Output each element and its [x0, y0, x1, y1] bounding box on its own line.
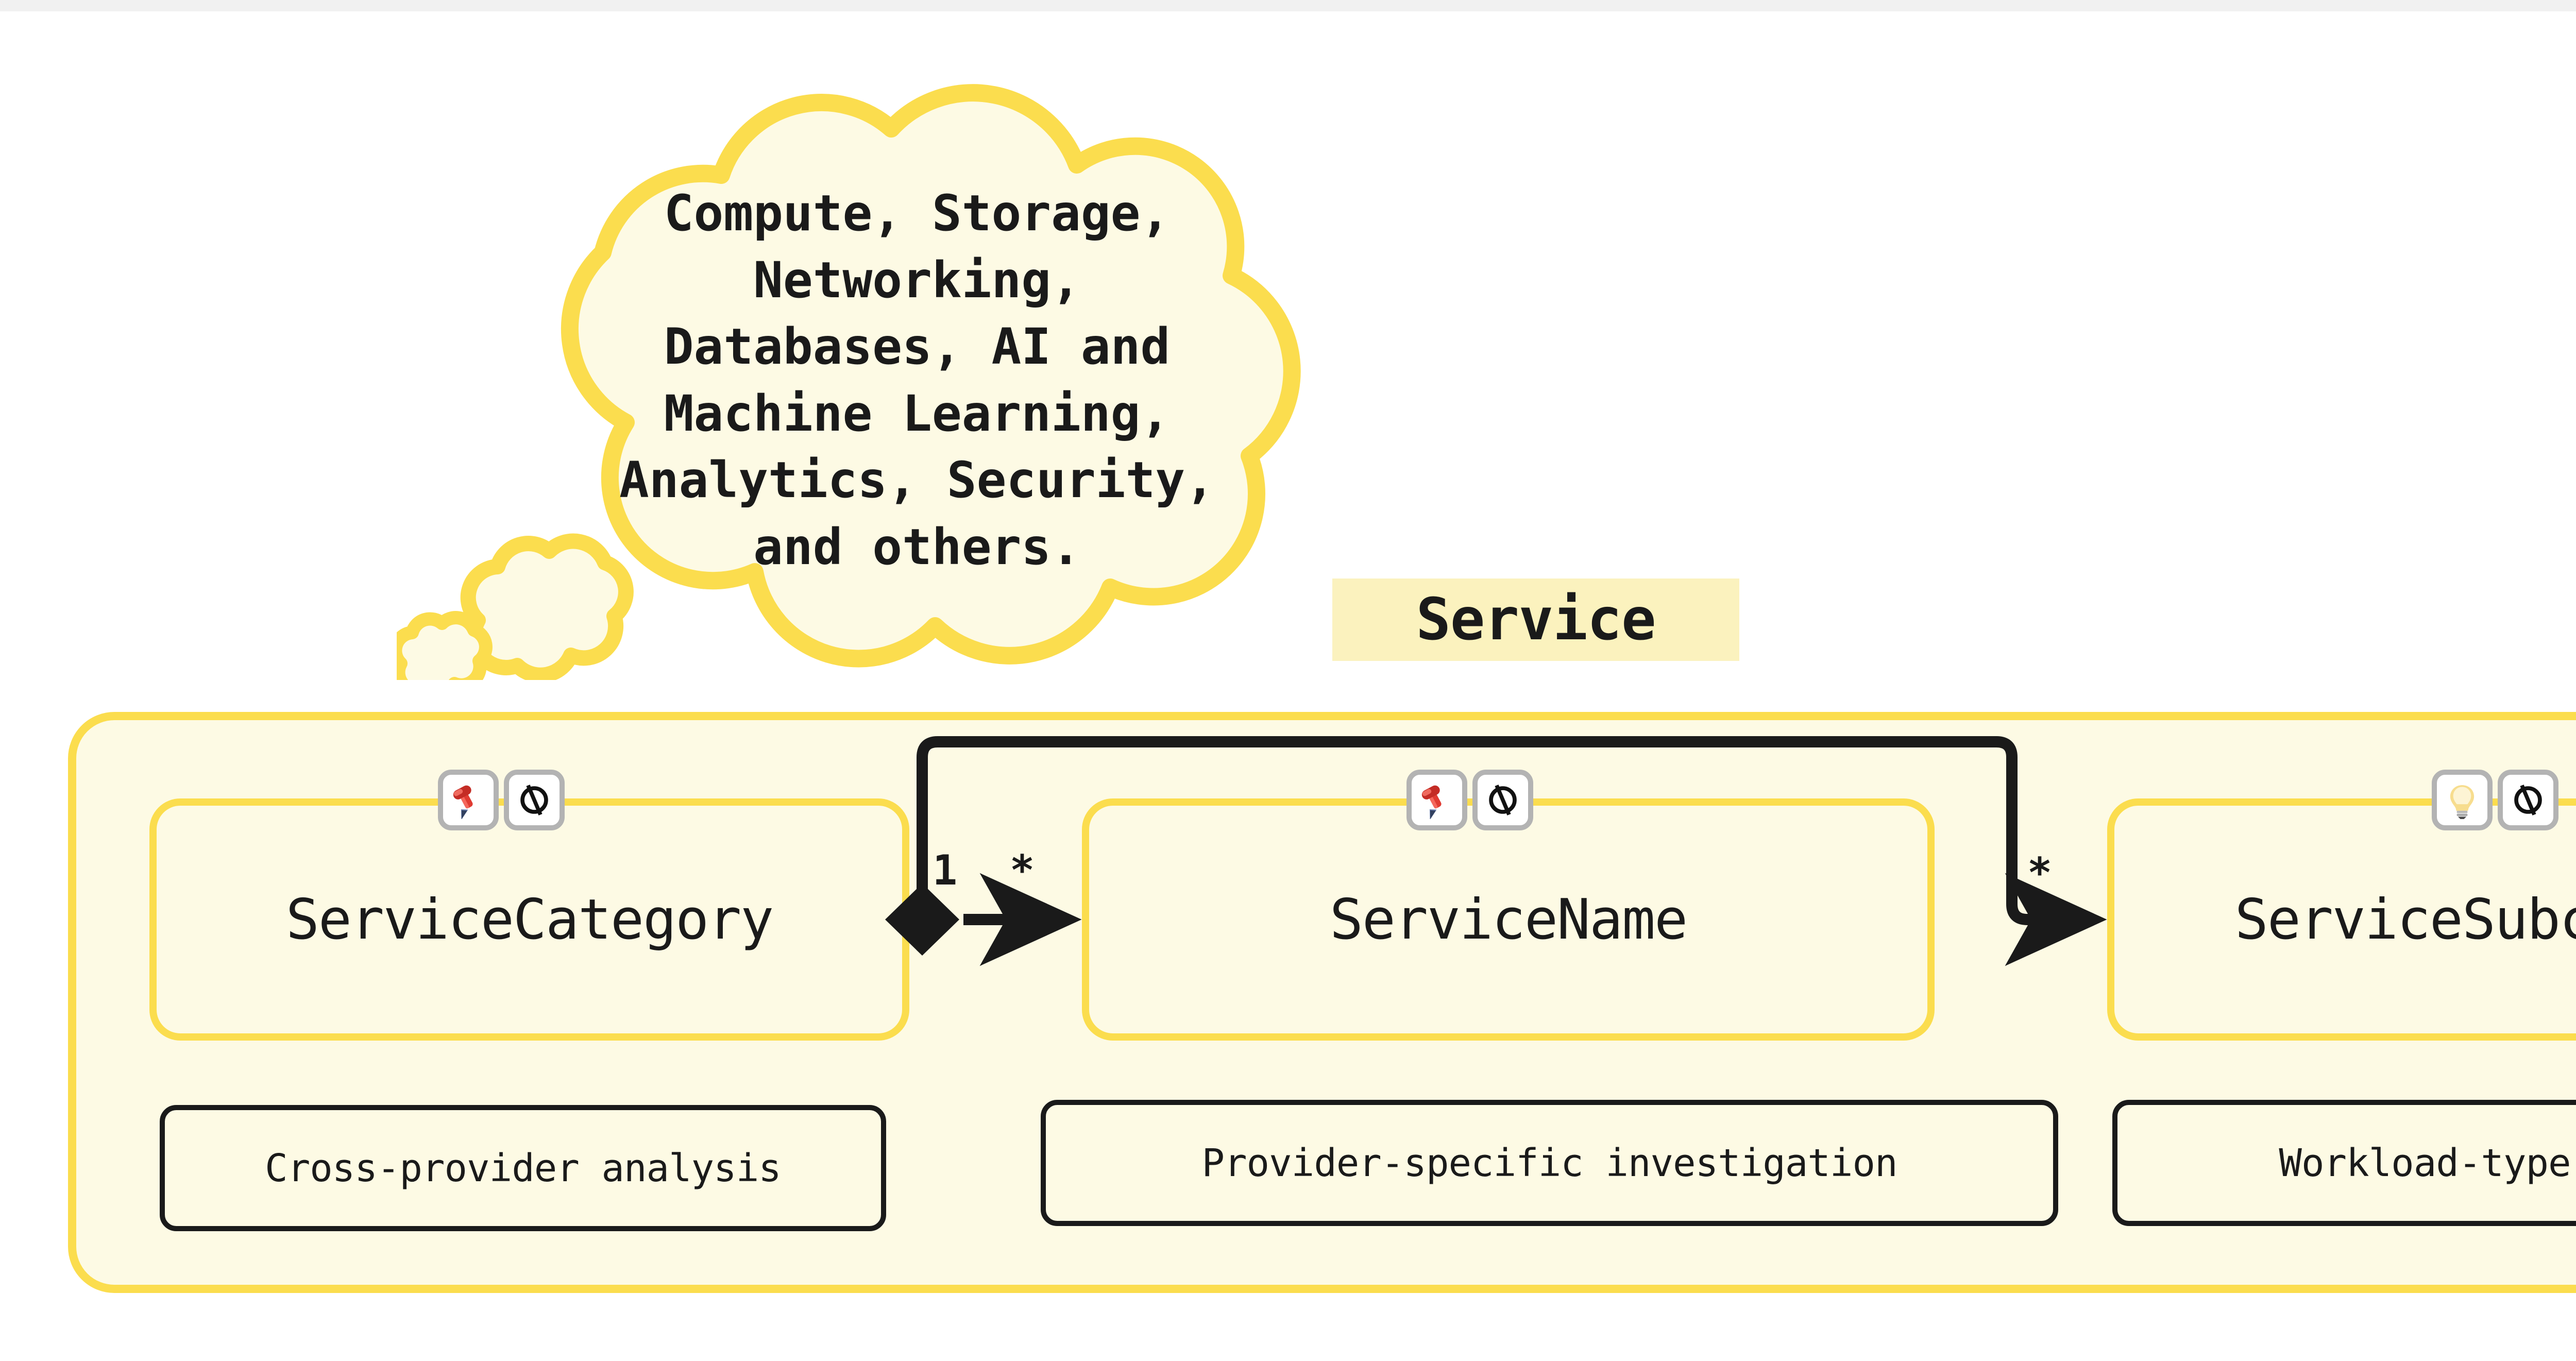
thought-bubble-puff-small — [397, 611, 493, 680]
annotation-provider-specific-investigation[interactable]: Provider-specific investigation — [1041, 1100, 2058, 1226]
node-servicecategory[interactable]: ServiceCategory — [149, 798, 909, 1041]
slashed-circle-icon[interactable] — [504, 770, 565, 830]
page-title: Service — [1332, 579, 1739, 661]
slashed-circle-icon[interactable] — [1472, 770, 1533, 830]
pushpin-icon[interactable] — [438, 770, 499, 830]
annotation-workload-type-analysis-label: Workload-type analysis — [2279, 1141, 2576, 1185]
badges-servicecategory — [438, 770, 565, 830]
pushpin-icon[interactable] — [1406, 770, 1467, 830]
thought-bubble-shape — [397, 84, 1301, 680]
multiplicity-one: 1 — [933, 846, 958, 894]
annotation-cross-provider-analysis[interactable]: Cross-provider analysis — [160, 1105, 886, 1231]
badges-servicename — [1406, 770, 1533, 830]
annotation-provider-specific-investigation-label: Provider-specific investigation — [1201, 1141, 1897, 1185]
multiplicity-many-servicename: * — [1010, 846, 1035, 894]
thought-bubble-text: Compute, Storage, Networking, Databases,… — [619, 184, 1215, 576]
slashed-circle-icon[interactable] — [2498, 770, 2558, 830]
node-servicename[interactable]: ServiceName — [1082, 798, 1935, 1041]
node-servicesubcategory-label: ServiceSubcategory — [2234, 887, 2576, 952]
lightbulb-icon[interactable] — [2432, 770, 2493, 830]
annotation-workload-type-analysis[interactable]: Workload-type analysis — [2112, 1100, 2576, 1226]
page-top-strip — [0, 0, 2576, 11]
node-servicesubcategory[interactable]: ServiceSubcategory — [2107, 798, 2576, 1041]
annotation-cross-provider-analysis-label: Cross-provider analysis — [265, 1146, 782, 1190]
badges-servicesubcategory — [2432, 770, 2558, 830]
multiplicity-many-servicesubcategory: * — [2027, 849, 2053, 897]
node-servicename-label: ServiceName — [1329, 887, 1688, 952]
thought-bubble: Compute, Storage, Networking, Databases,… — [397, 52, 1443, 680]
node-servicecategory-label: ServiceCategory — [285, 887, 774, 952]
